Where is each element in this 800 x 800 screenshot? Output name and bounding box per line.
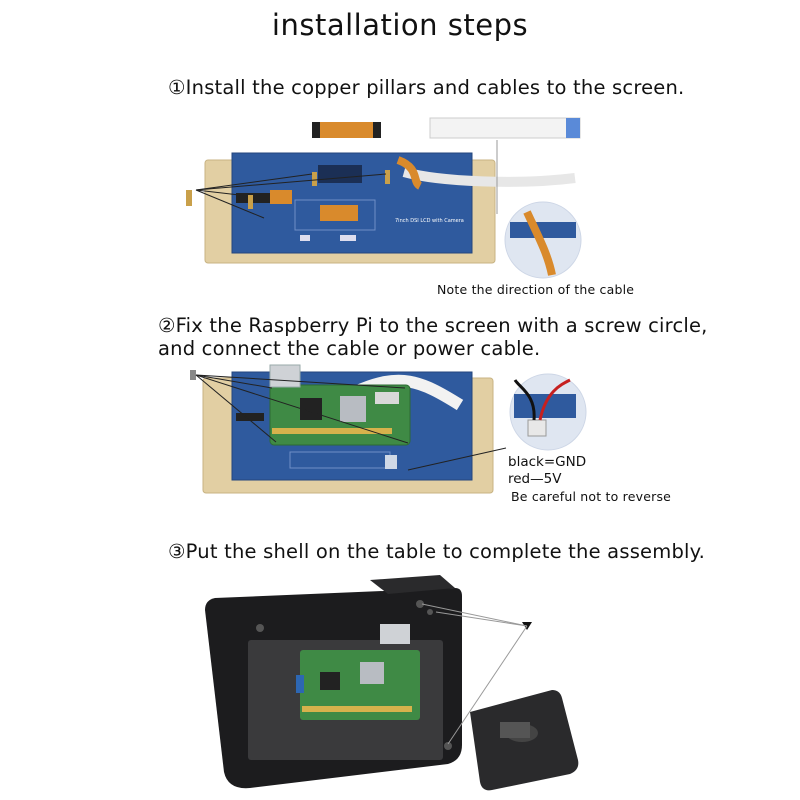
screw-icon bbox=[256, 624, 264, 632]
screw-icon bbox=[190, 370, 196, 380]
wiring-warning: Be careful not to reverse bbox=[511, 489, 672, 504]
screw-icon bbox=[416, 600, 424, 608]
screw-icon bbox=[444, 742, 452, 750]
wiring-black-label: black=GND bbox=[508, 454, 587, 470]
page-title: installation steps bbox=[271, 8, 529, 42]
cable-direction-note: Note the direction of the cable bbox=[437, 282, 635, 297]
svg-text:7inch DSI LCD with Camera: 7inch DSI LCD with Camera bbox=[395, 218, 464, 224]
step-2-text-line-2: and connect the cable or power cable. bbox=[158, 337, 541, 360]
copper-pillar-icon bbox=[312, 172, 317, 186]
step-1-text: ①Install the copper pillars and cables t… bbox=[168, 76, 685, 99]
step-3-illustration bbox=[205, 575, 579, 791]
fpc-cable-icon bbox=[429, 117, 581, 139]
wiring-red-label: red—5V bbox=[508, 471, 562, 487]
raspberry-pi-board-icon bbox=[300, 650, 420, 720]
step-3-text: ③Put the shell on the table to complete … bbox=[168, 540, 705, 563]
copper-pillar-icon bbox=[248, 195, 253, 209]
copper-pillar-icon bbox=[385, 170, 390, 184]
step-2-illustration bbox=[190, 364, 587, 494]
step-1-illustration: 7inch DSI LCD with Camera bbox=[186, 117, 582, 279]
step-2-text-line-1: ②Fix the Raspberry Pi to the screen with… bbox=[158, 314, 708, 337]
fpc-cable-icon bbox=[318, 122, 376, 138]
copper-pillar-icon bbox=[186, 190, 192, 206]
